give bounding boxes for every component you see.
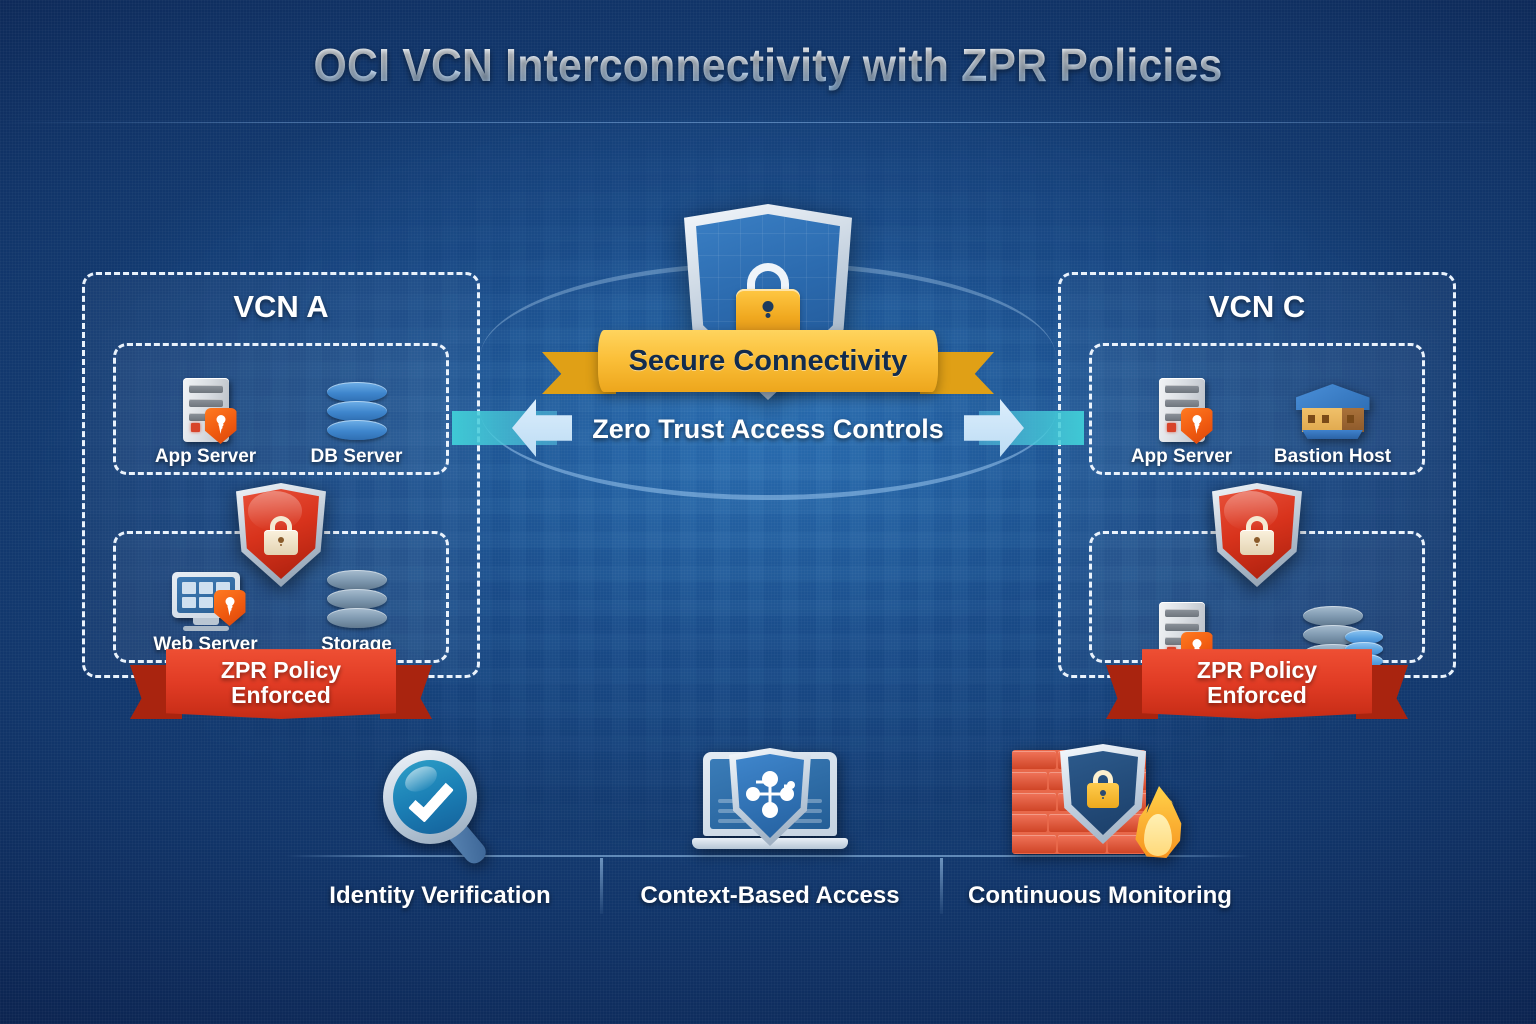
- vcn-c-panel[interactable]: VCN C App Server: [1058, 272, 1456, 719]
- magnifier-check-icon: [381, 740, 499, 868]
- node-label: DB Server: [310, 446, 403, 467]
- feature-identity-verification[interactable]: Identity Verification: [280, 740, 600, 910]
- node-web-server[interactable]: Web Server: [141, 556, 271, 656]
- feature-continuous-monitoring[interactable]: Continuous Monitoring: [940, 740, 1260, 910]
- red-shield-lock-icon: [1212, 483, 1302, 587]
- ribbon-line-1: ZPR Policy: [1196, 657, 1318, 684]
- feature-caption: Continuous Monitoring: [968, 882, 1232, 909]
- node-app-server[interactable]: App Server: [141, 368, 271, 468]
- page-title: OCI VCN Interconnectivity with ZPR Polic…: [54, 38, 1482, 92]
- node-label: App Server: [1130, 446, 1233, 467]
- firewall-flame-shield-icon: [1012, 740, 1188, 860]
- feature-separator-1: [600, 858, 603, 914]
- feature-divider-line: [285, 855, 1251, 857]
- feature-context-based-access[interactable]: Context-Based Access: [610, 740, 930, 910]
- feature-caption: Context-Based Access: [640, 882, 900, 909]
- vcn-a-subnet-top[interactable]: App Server DB Server: [113, 343, 449, 475]
- vcn-a-panel[interactable]: VCN A App Server DB Server: [82, 272, 480, 719]
- flame-icon: [1128, 786, 1190, 858]
- node-app-server[interactable]: App Server: [1117, 368, 1247, 468]
- connector-label: Zero Trust Access Controls: [592, 414, 944, 444]
- laptop-network-shield-icon: [692, 740, 848, 860]
- ribbon-line-2: Enforced: [1207, 682, 1307, 708]
- monitor-icon: [171, 556, 246, 631]
- network-nodes-icon: [746, 771, 795, 818]
- server-icon: [182, 368, 237, 444]
- secure-connectivity-ribbon: Secure Connectivity: [542, 330, 994, 394]
- red-shield-lock-icon: [236, 483, 326, 587]
- feature-separator-2: [940, 858, 943, 914]
- node-bastion-host[interactable]: Bastion Host: [1268, 368, 1398, 468]
- vcn-c-title: VCN C: [1208, 289, 1306, 324]
- top-divider-line: [0, 122, 1536, 123]
- vcn-c-subnet-top[interactable]: App Server Bastion Host: [1089, 343, 1425, 475]
- vcn-a-title: VCN A: [233, 289, 329, 324]
- zpr-policy-ribbon: ZPR Policy Enforced: [130, 647, 432, 719]
- connector-curve-bottom: [480, 410, 1056, 500]
- zpr-policy-ribbon: ZPR Policy Enforced: [1106, 647, 1408, 719]
- node-label: App Server: [154, 446, 257, 467]
- node-label: Bastion Host: [1273, 446, 1392, 467]
- ribbon-line-1: ZPR Policy: [220, 657, 342, 684]
- database-cylinder-icon: [326, 368, 387, 442]
- ribbon-label: Secure Connectivity: [628, 344, 908, 377]
- shield-padlock-icon: [1060, 744, 1146, 844]
- ribbon-line-2: Enforced: [231, 682, 331, 708]
- feature-caption: Identity Verification: [329, 882, 551, 909]
- node-db-server[interactable]: DB Server: [292, 368, 422, 468]
- bastion-house-icon: [1295, 368, 1370, 442]
- server-icon: [1158, 368, 1213, 444]
- storage-cylinder-icon: [326, 556, 387, 630]
